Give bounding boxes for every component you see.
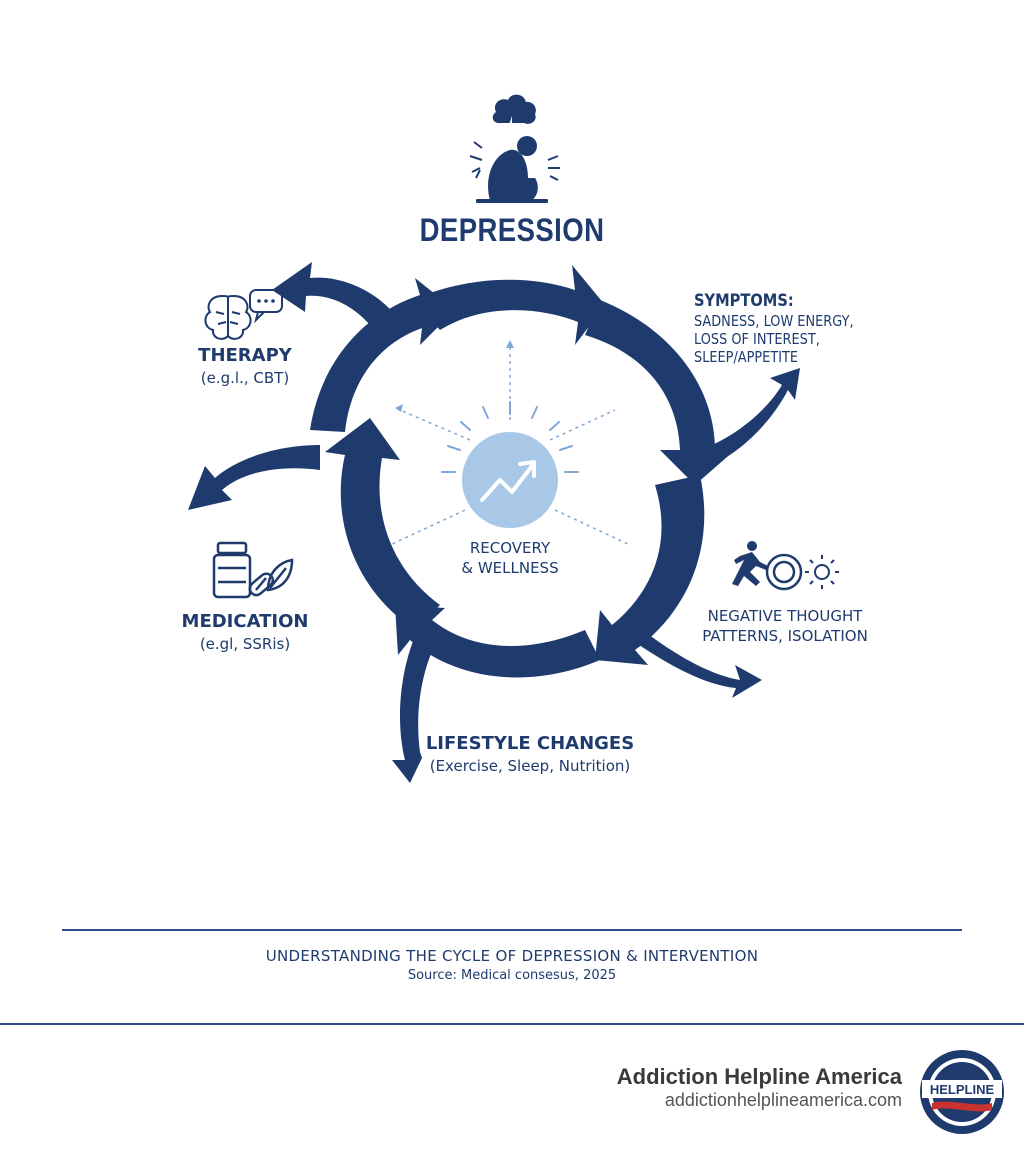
speech-bubble-icon [249, 289, 283, 324]
brain-icon [204, 294, 252, 340]
source-note: Source: Medical consesus, 2025 [407, 968, 617, 983]
ring-segment-bottom [395, 605, 600, 678]
negative-thought-line-2: PATTERNS, ISOLATION [702, 627, 868, 645]
lifestyle-sublabel: (Exercise, Sleep, Nutrition) [429, 757, 631, 775]
ring-segment-right-lower [595, 475, 705, 665]
arrow-therapy-swoosh [272, 262, 395, 325]
symptoms-line-2: LOSS OF INTEREST, [694, 330, 820, 348]
stress-marks-icon [469, 141, 560, 181]
negative-thought-line-1: NEGATIVE THOUGHT [707, 607, 863, 625]
leaf-icon [266, 558, 294, 592]
caption-divider [62, 929, 962, 931]
recovery-circle [462, 432, 558, 528]
depressed-person-icon [476, 94, 548, 203]
helpline-seal-logo: HELPLINE [920, 1050, 1004, 1134]
recovery-label-line-2: & WELLNESS [461, 559, 559, 577]
ring-segment-left-upper [310, 278, 455, 432]
depression-title: DEPRESSION [419, 212, 605, 248]
seal-text: HELPLINE [930, 1082, 995, 1097]
therapy-sublabel: (e.g.l., CBT) [200, 369, 290, 387]
runner-icon [732, 541, 768, 586]
footer-divider [0, 1023, 1024, 1025]
recovery-label-line-1: RECOVERY [469, 539, 551, 557]
diagram-caption: UNDERSTANDING THE CYCLE OF DEPRESSION & … [265, 947, 759, 965]
arrow-symptoms-swoosh [712, 368, 800, 462]
target-circles-icon [765, 553, 803, 591]
ring-segment-right-upper [585, 300, 735, 485]
growth-arrow-icon [480, 460, 536, 502]
medication-sublabel: (e.gl, SSRis) [199, 635, 291, 653]
ring-segment-top [412, 265, 605, 345]
arrow-lifestyle-swoosh [392, 625, 440, 783]
symptoms-line-3: SLEEP/APPETITE [694, 348, 799, 366]
arrow-medication-swoosh [188, 445, 320, 510]
arrow-negative-swoosh [632, 628, 762, 698]
lifestyle-label: LIFESTYLE CHANGES [425, 733, 635, 754]
medication-label: MEDICATION [181, 611, 309, 632]
therapy-label: THERAPY [198, 345, 292, 366]
radial-dotted-lines [389, 345, 631, 546]
brand-name: Addiction Helpline America [616, 1064, 902, 1089]
brand-url-link[interactable]: addictionhelplineamerica.com [664, 1090, 902, 1110]
ring-segment-left-lower [325, 418, 440, 630]
symptoms-line-1: SADNESS, LOW ENERGY, [694, 312, 854, 330]
sparkle-rays [441, 401, 579, 473]
pill-bottle-icon [212, 541, 252, 599]
symptoms-heading: SYMPTOMS: [694, 291, 794, 311]
sun-icon [805, 555, 839, 589]
